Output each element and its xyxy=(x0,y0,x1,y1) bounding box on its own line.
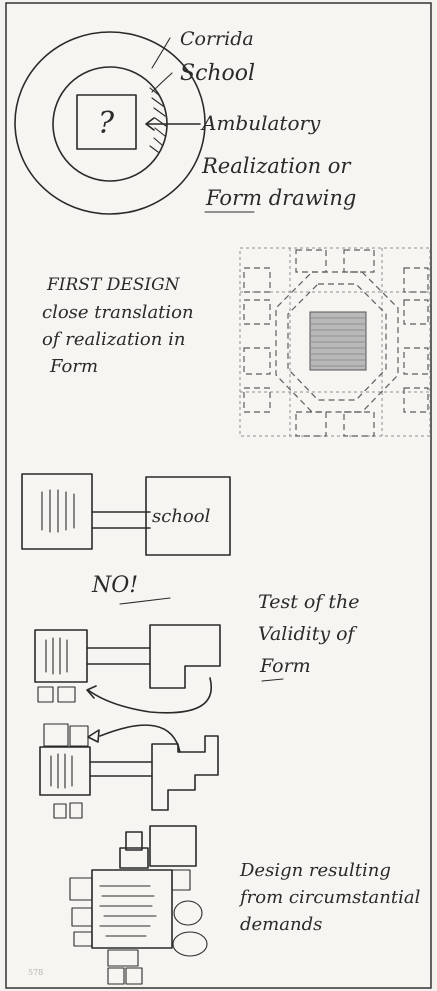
first-design-line-2: close translation xyxy=(42,302,194,323)
test-caption-1: Test of the xyxy=(258,591,360,613)
test-caption-2: Validity of xyxy=(258,623,358,645)
result-caption-2: from circumstantial xyxy=(238,887,421,908)
caption-realization-2: Form drawing xyxy=(205,186,356,210)
label-ambulatory: Ambulatory xyxy=(200,111,321,135)
central-hall xyxy=(310,312,366,370)
first-design-line-3: of realization in xyxy=(42,329,185,350)
test-caption-3: Form xyxy=(259,655,311,677)
caption-realization-1: Realization or xyxy=(201,154,352,178)
label-school: School xyxy=(180,61,255,86)
page-border xyxy=(6,3,431,988)
first-design-title: FIRST DESIGN xyxy=(46,275,181,295)
result-caption-3: demands xyxy=(240,914,322,935)
no-label: NO! xyxy=(91,573,138,598)
first-design-line-4: Form xyxy=(49,356,98,377)
school-box-label: school xyxy=(152,506,211,527)
label-corridor: Corrida xyxy=(180,28,254,50)
page-number: 578 xyxy=(28,968,43,977)
question-mark: ? xyxy=(98,106,115,141)
result-caption-1: Design resulting xyxy=(239,860,391,881)
